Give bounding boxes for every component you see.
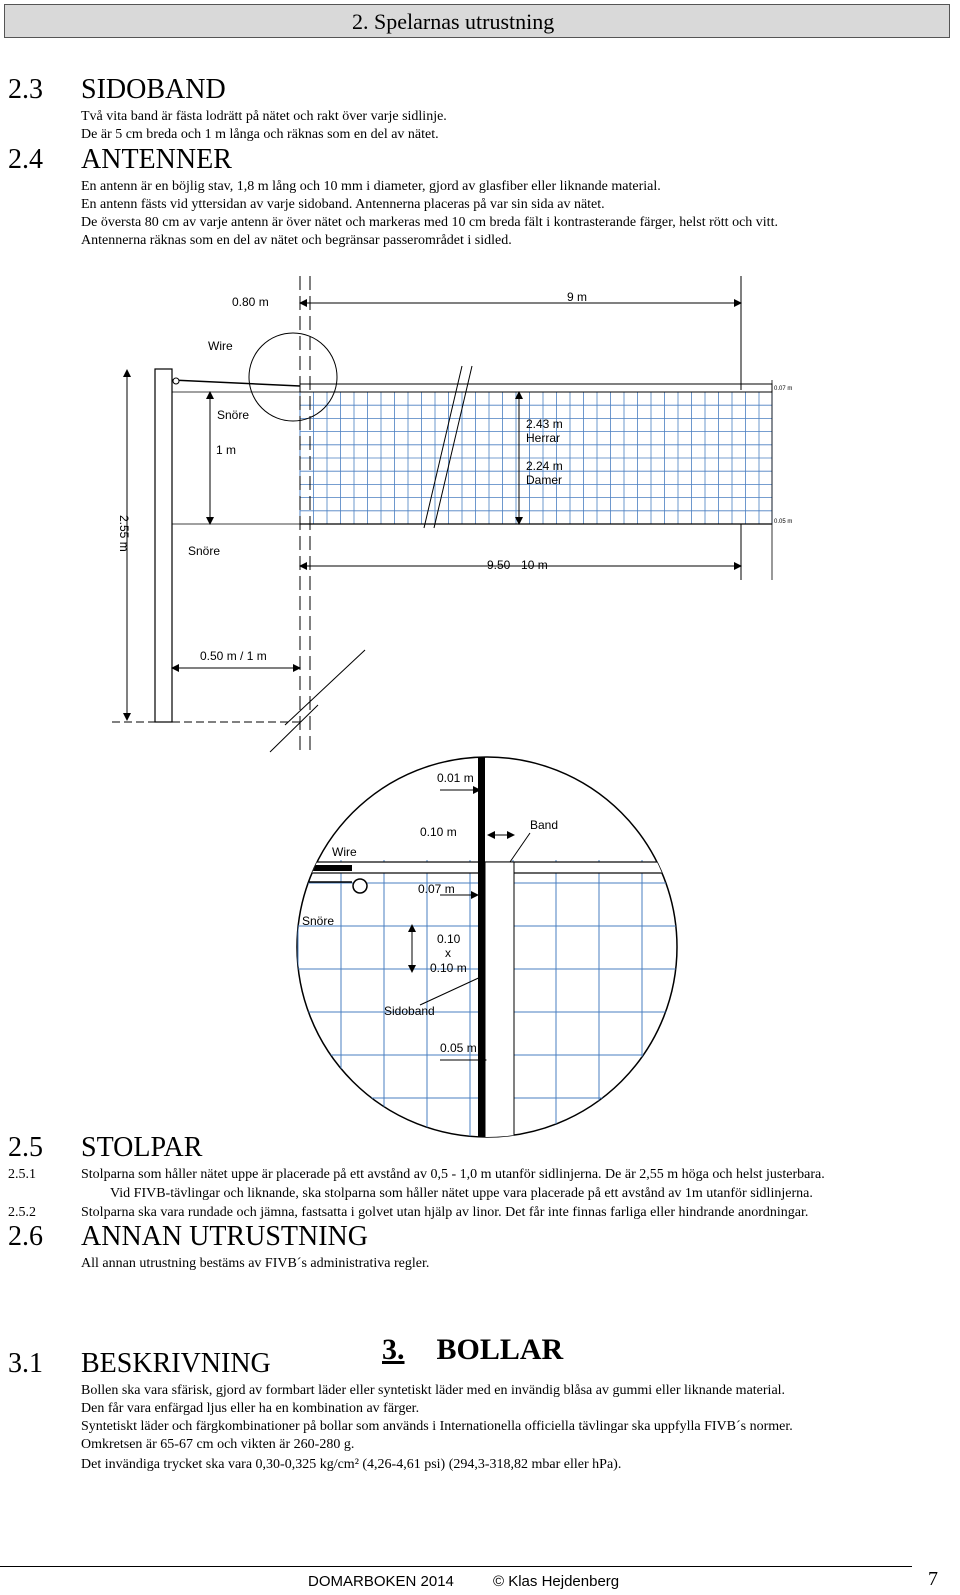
paragraph: En antenn fästs vid yttersidan av varje … (81, 197, 605, 212)
paragraph: Antennerna räknas som en del av nätet oc… (81, 233, 512, 248)
label-007: 0.07 m (418, 882, 455, 896)
break-line (433, 365, 473, 529)
label-herrar-h: 2.43 m (526, 417, 563, 431)
label-damer-h: 2.24 m (526, 459, 563, 473)
label-wire: Wire (208, 339, 233, 353)
paragraph: Omkretsen är 65-67 cm och vikten är 260-… (81, 1437, 355, 1452)
label-080: 0.80 m (232, 295, 269, 309)
label-wire: Wire (332, 845, 357, 859)
label-tiny: 0.05 m (774, 519, 792, 525)
paragraph: Den får vara enfärgad ljus eller ha en k… (81, 1401, 420, 1416)
footer-left: DOMARBOKEN 2014 (308, 1573, 454, 1590)
detail-circle: 0.01 m 0.10 m Band Wire 0.07 m Snöre 0.1… (296, 756, 678, 1138)
label-255: 2.55 m (117, 515, 131, 552)
wire (171, 379, 301, 387)
label-mesh-x: x (445, 946, 451, 960)
zoom-circle (248, 332, 338, 422)
paragraph: Bollen ska vara sfärisk, gjord av formba… (81, 1383, 786, 1398)
label-mesh-b: 0.10 m (430, 961, 467, 975)
label-tiny: 0.07 m (774, 386, 792, 392)
paragraph: En antenn är en böjlig stav, 1,8 m lång … (81, 179, 661, 194)
label-snore: Snöre (302, 914, 334, 928)
paragraph: De är 5 cm breda och 1 m långa och räkna… (81, 127, 439, 142)
page-number: 7 (928, 1568, 938, 1590)
label-9m: 9 m (567, 290, 587, 304)
label-1m: 1 m (216, 443, 236, 457)
footer-rule (0, 1566, 912, 1567)
break-line (269, 704, 319, 753)
list-item: Vid FIVB-tävlingar och liknande, ska sto… (110, 1186, 813, 1201)
break-line (423, 365, 463, 529)
post (154, 368, 173, 723)
label-001: 0.01 m (437, 771, 474, 785)
paragraph: Det invändiga trycket ska vara 0,30-0,32… (81, 1457, 622, 1472)
label-band: Band (530, 818, 558, 832)
net-mesh (299, 383, 773, 525)
label-snore: Snöre (217, 408, 249, 422)
header-title: 2. Spelarnas utrustning (352, 9, 555, 34)
paragraph: Två vita band är fästa lodrätt på nätet … (81, 109, 447, 124)
label-005: 0.05 m (440, 1041, 477, 1055)
label-herrar: Herrar (526, 431, 560, 445)
label-snore: Snöre (188, 544, 220, 558)
paragraph: All annan utrustning bestäms av FIVB´s a… (81, 1256, 430, 1271)
paragraph: Syntetiskt läder och färgkombinationer p… (81, 1419, 793, 1434)
label-sidoband: Sidoband (384, 1004, 435, 1018)
break-line (284, 649, 366, 726)
label-mesh-a: 0.10 (437, 932, 461, 946)
chapter-heading: 3.BOLLAR (382, 1333, 564, 1366)
net-diagram: 0.80 m 9 m Wire Snöre 1 m 2.43 m Herrar … (112, 276, 792, 1138)
page-header: 2. Spelarnas utrustning (4, 4, 950, 38)
footer-right: © Klas Hejdenberg (493, 1573, 620, 1590)
label-damer: Damer (526, 473, 562, 487)
label-010: 0.10 m (420, 825, 457, 839)
label-950: 9.50 - 10 m (487, 558, 548, 572)
paragraph: De översta 80 cm av varje antenn är över… (81, 215, 778, 230)
label-050: 0.50 m / 1 m (200, 649, 267, 663)
